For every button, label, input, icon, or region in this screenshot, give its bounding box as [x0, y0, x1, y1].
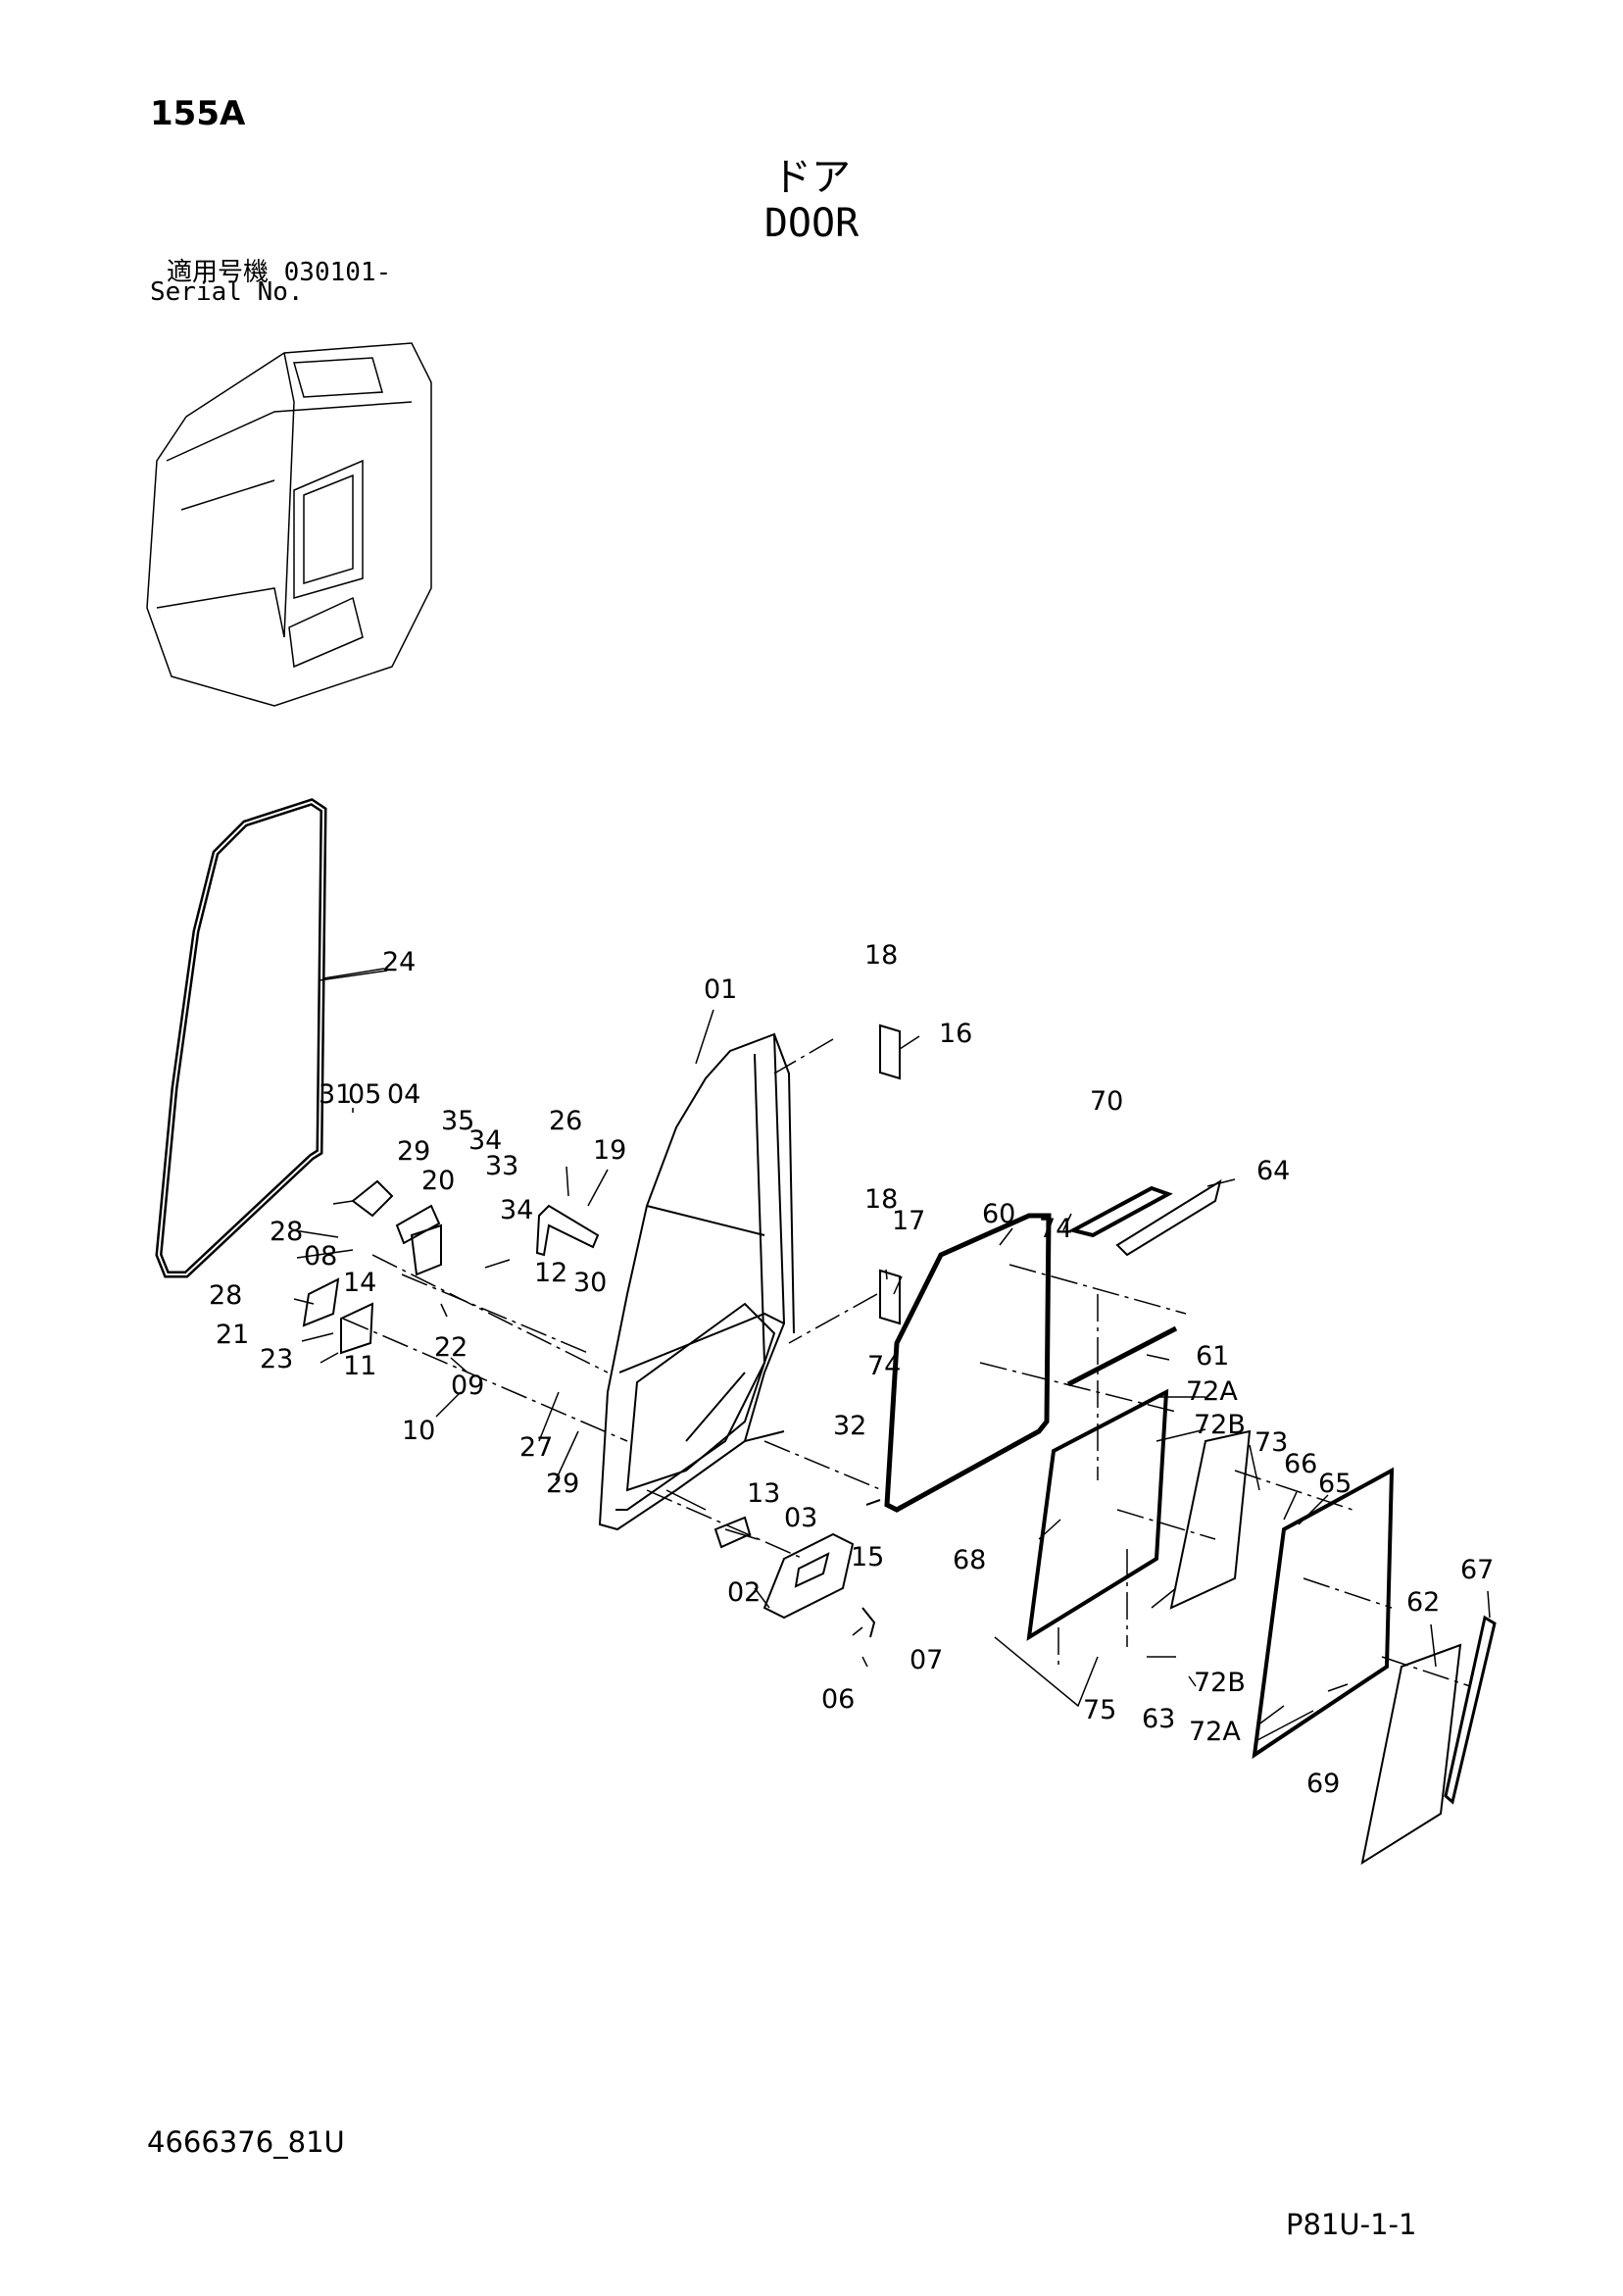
part-label-20: 20: [421, 1166, 455, 1196]
part-label-02: 02: [727, 1577, 761, 1608]
part-label-28: 28: [209, 1280, 242, 1311]
part-label-19: 19: [593, 1135, 626, 1166]
part-label-30: 30: [573, 1268, 607, 1298]
part-label-61: 61: [1196, 1341, 1229, 1372]
part-label-15: 15: [851, 1542, 884, 1572]
part-label-03: 03: [784, 1503, 817, 1533]
glass-part-68: [1026, 1388, 1169, 1641]
part-label-34: 34: [468, 1125, 502, 1156]
part-label-07: 07: [910, 1645, 943, 1675]
hinge-part-17: [879, 1269, 901, 1325]
cab-thumbnail: [146, 342, 432, 707]
door-frame-part-01: [598, 1032, 786, 1531]
part-label-72a: 72A: [1186, 1376, 1238, 1407]
serial-range-label: 適用号機 030101-: [167, 258, 392, 287]
part-label-32: 32: [833, 1411, 866, 1441]
part-label-72b: 72B: [1194, 1668, 1246, 1698]
part-label-14: 14: [343, 1268, 376, 1298]
glass-part-62: [1360, 1643, 1462, 1866]
part-label-12: 12: [534, 1258, 567, 1288]
part-label-29: 29: [546, 1469, 579, 1499]
serial-label: Serial No.: [150, 277, 304, 307]
part-label-75: 75: [1083, 1695, 1116, 1725]
glass-part-64: [1115, 1178, 1222, 1257]
part-label-28: 28: [270, 1217, 303, 1247]
part-label-16: 16: [939, 1019, 972, 1049]
glass-part-69: [1252, 1467, 1395, 1760]
page-title-jp: ドア: [772, 155, 851, 200]
strip-part-67: [1444, 1615, 1497, 1805]
part-label-23: 23: [260, 1344, 293, 1374]
handle-part-02: [762, 1532, 855, 1620]
part-label-33: 33: [485, 1151, 518, 1181]
part-label-18: 18: [864, 940, 898, 971]
hinge-part-16: [879, 1023, 901, 1080]
part-label-74: 74: [867, 1351, 901, 1381]
part-label-01: 01: [704, 974, 737, 1005]
part-label-67: 67: [1460, 1555, 1494, 1585]
part-label-13: 13: [747, 1478, 780, 1509]
part-label-24: 24: [382, 947, 416, 977]
part-label-60: 60: [982, 1199, 1015, 1229]
glass-part-63: [1169, 1429, 1252, 1610]
part-label-21: 21: [216, 1320, 249, 1350]
part-label-72a: 72A: [1189, 1717, 1241, 1747]
part-label-35: 35: [441, 1106, 474, 1136]
part-label-73: 73: [1254, 1427, 1288, 1458]
door-seal-part-24: [155, 798, 327, 1278]
part-label-68: 68: [953, 1545, 986, 1575]
part-label-09: 09: [451, 1371, 484, 1401]
glass-part-60: [884, 1213, 1052, 1513]
glass-part-70: [1067, 1185, 1173, 1238]
strip-part-61: [1066, 1325, 1178, 1387]
part-label-10: 10: [402, 1416, 435, 1446]
part-label-22: 22: [434, 1332, 467, 1363]
page-code: 155A: [150, 94, 246, 133]
part-label-72b: 72B: [1194, 1410, 1246, 1440]
part-label-70: 70: [1090, 1086, 1123, 1117]
part-label-05: 05: [348, 1079, 381, 1110]
part-label-11: 11: [343, 1351, 376, 1381]
part-label-08: 08: [304, 1241, 337, 1272]
part-label-74: 74: [1039, 1214, 1072, 1244]
part-label-69: 69: [1306, 1769, 1340, 1799]
part-label-18: 18: [864, 1184, 898, 1215]
part-label-63: 63: [1142, 1704, 1175, 1734]
part-label-17: 17: [892, 1206, 925, 1236]
part-label-66: 66: [1284, 1449, 1317, 1479]
part-label-31: 31: [319, 1079, 352, 1110]
part-label-26: 26: [549, 1106, 582, 1136]
part-label-27: 27: [519, 1432, 553, 1463]
part-label-64: 64: [1256, 1156, 1290, 1186]
page-reference: P81U-1-1: [1286, 2208, 1417, 2241]
part-label-65: 65: [1318, 1469, 1352, 1499]
part-label-62: 62: [1406, 1587, 1440, 1618]
part-label-34: 34: [500, 1195, 533, 1225]
part-label-06: 06: [821, 1684, 855, 1715]
part-label-29: 29: [397, 1136, 430, 1167]
page-title: DOOR: [763, 201, 860, 246]
part-label-04: 04: [387, 1079, 420, 1110]
document-number: 4666376_81U: [147, 2125, 345, 2159]
